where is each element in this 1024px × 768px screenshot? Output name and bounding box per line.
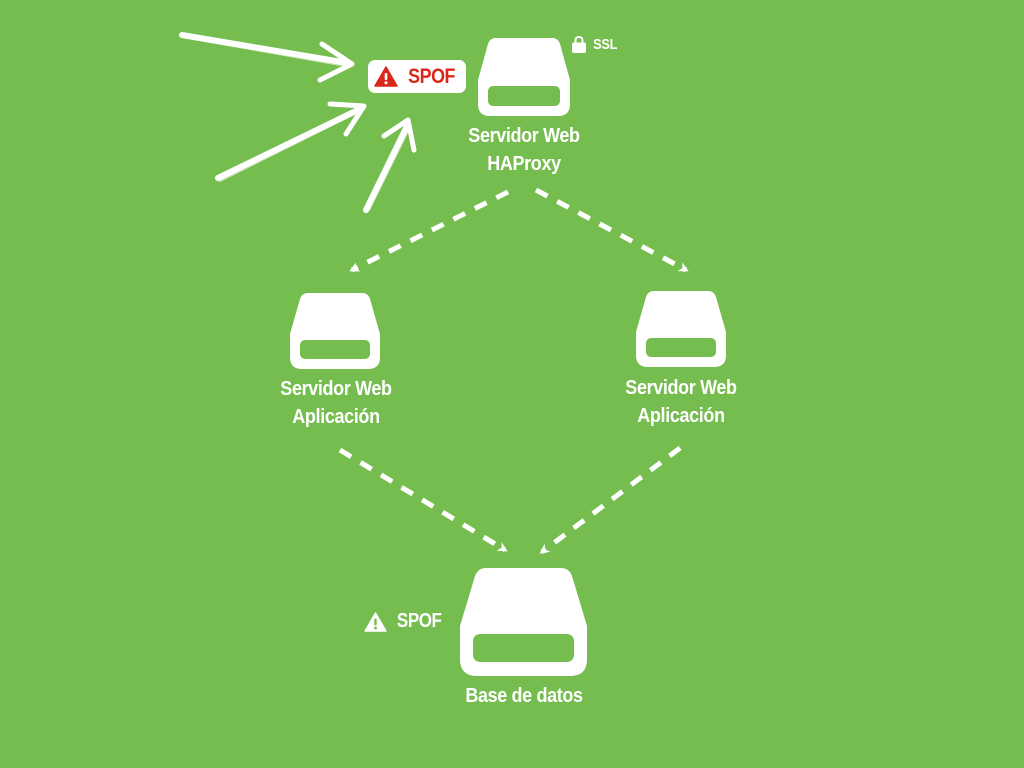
spof-badge-top: SPOF: [368, 60, 466, 93]
app-left-label: Servidor Web Aplicación: [264, 375, 408, 431]
warning-triangle-icon: [374, 66, 399, 87]
app-right-label-line1: Servidor Web: [625, 377, 737, 399]
spof-label-top: SPOF: [408, 64, 456, 88]
database-label: Base de datos: [452, 682, 596, 710]
app-right-label: Servidor Web Aplicación: [609, 374, 753, 430]
warning-triangle-icon: [364, 611, 387, 632]
database-label-text: Base de datos: [465, 685, 583, 707]
app-right-label-line2: Aplicación: [637, 405, 725, 427]
haproxy-label-line2: HAProxy: [487, 153, 561, 175]
flow-arrow-app-left-to-database: [338, 447, 508, 553]
chalk-arrow-top: [179, 32, 355, 83]
haproxy-label-line1: Servidor Web: [468, 125, 580, 147]
flow-arrow-app-right-to-database: [539, 446, 682, 554]
chalk-arrow-middle: [215, 101, 367, 182]
chalk-arrow-bottom: [363, 117, 417, 213]
lock-icon: [572, 36, 586, 53]
haproxy-server-icon: [478, 38, 570, 116]
app-server-left-icon: [290, 293, 380, 369]
database-server-icon: [460, 568, 587, 676]
app-left-label-line2: Aplicación: [292, 406, 380, 428]
ssl-label: SSL: [593, 36, 618, 53]
app-left-label-line1: Servidor Web: [280, 378, 392, 400]
app-server-right-icon: [636, 291, 726, 367]
ssl-tag: SSL: [572, 36, 619, 53]
spof-label-bottom: SPOF: [396, 610, 442, 632]
flow-arrow-haproxy-to-app-right: [534, 187, 689, 273]
haproxy-label: Servidor Web HAProxy: [452, 122, 596, 178]
spof-badge-bottom: SPOF: [364, 610, 445, 633]
flow-arrow-haproxy-to-app-left: [349, 189, 510, 273]
